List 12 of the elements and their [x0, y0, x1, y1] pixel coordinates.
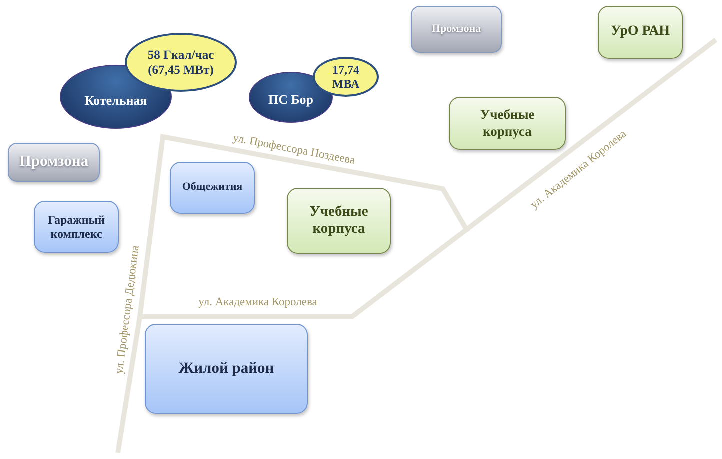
area-box: Общежития	[170, 162, 255, 214]
area-box: УрО РАН	[598, 6, 683, 59]
area-box: Жилой район	[145, 324, 308, 414]
area-box: Учебные корпуса	[287, 188, 391, 254]
area-box: Промзона	[411, 6, 502, 53]
capacity-ellipse: 17,74 МВА	[313, 57, 379, 97]
area-box: Гаражный комплекс	[34, 201, 119, 253]
facility-ellipse: ПС Бор	[249, 72, 333, 123]
area-box: Промзона	[8, 143, 100, 182]
capacity-ellipse: 58 Гкал/час (67,45 МВт)	[125, 33, 237, 92]
area-box: Учебные корпуса	[449, 97, 566, 150]
street-name: ул. Академика Королева	[198, 296, 318, 310]
